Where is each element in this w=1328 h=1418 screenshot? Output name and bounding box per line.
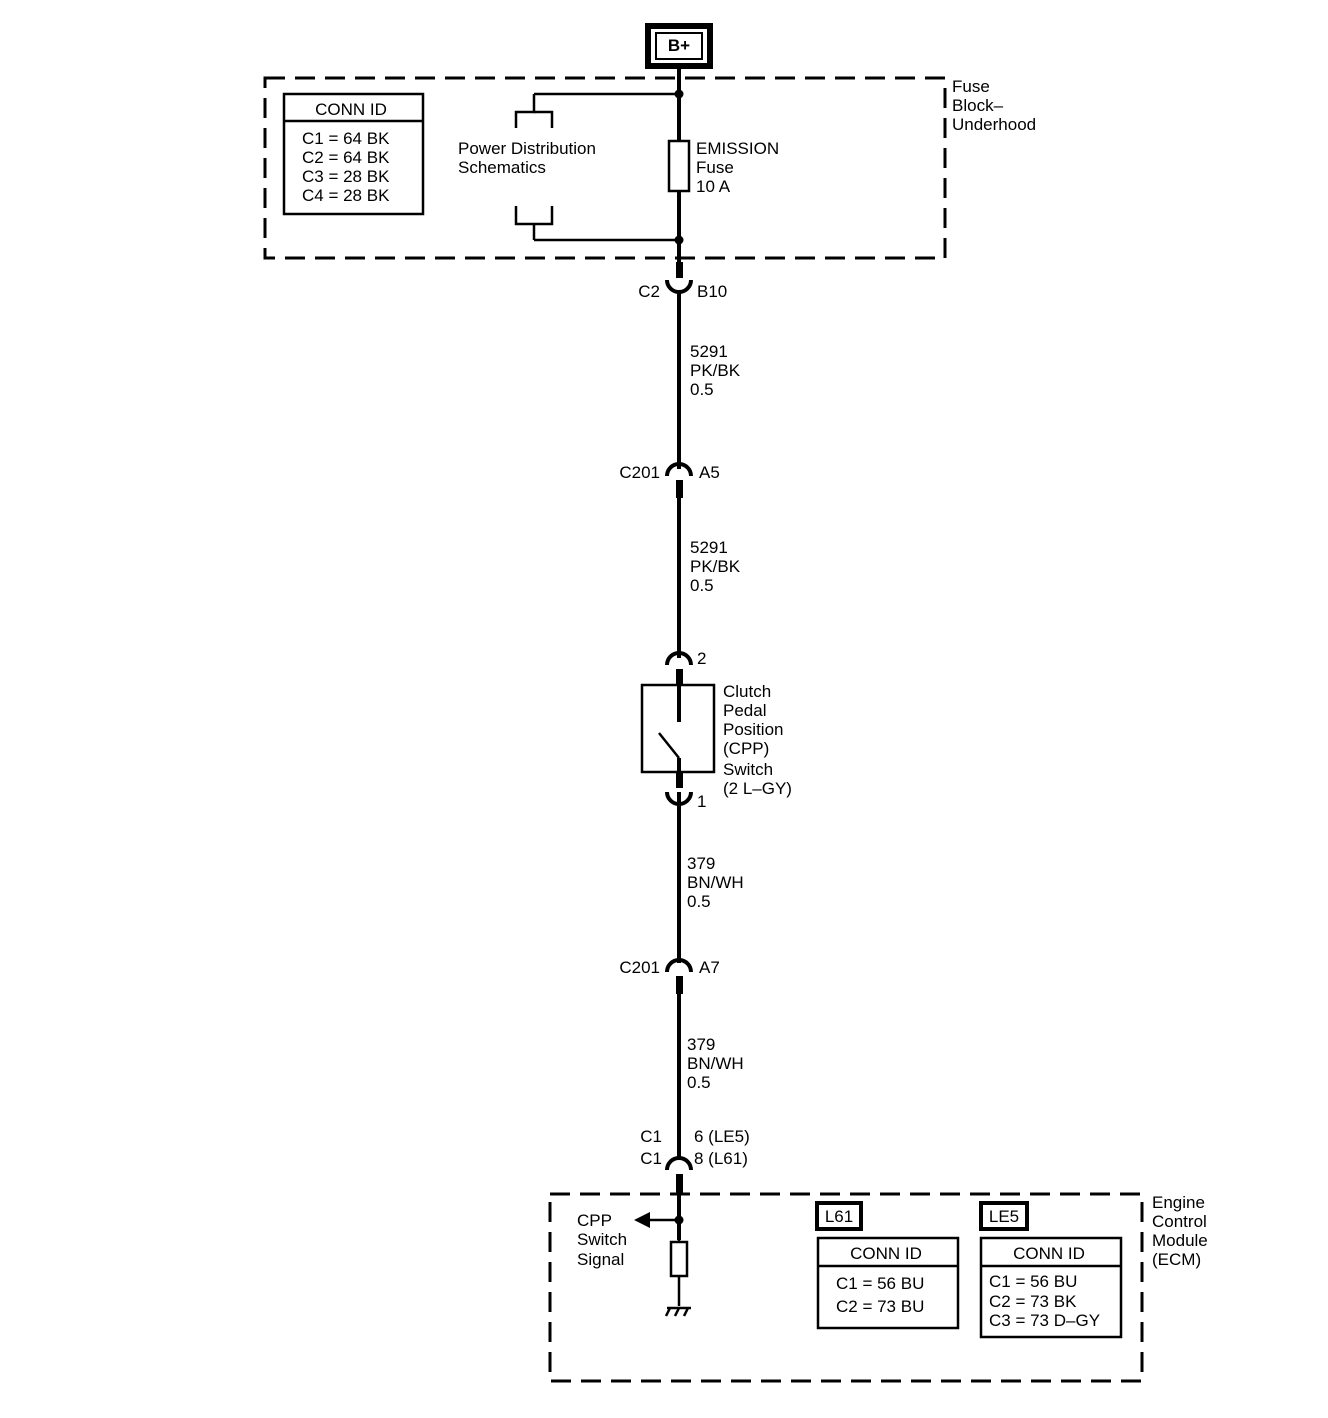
- conn-id-title: CONN ID: [1013, 1244, 1085, 1263]
- conn-id-row: C1 = 56 BU: [836, 1274, 924, 1293]
- cpp-switch-label: Clutch Pedal Position (CPP) Switch (2 L–…: [723, 682, 792, 798]
- fuse-block-conn-id-table: CONN ID C1 = 64 BK C2 = 64 BK C3 = 28 BK…: [282, 92, 425, 216]
- wire-label-379-upper: 379 BN/WH 0.5: [687, 854, 748, 911]
- conn-id-title: CONN ID: [315, 100, 387, 119]
- ecm-label: Engine Control Module (ECM): [1152, 1193, 1213, 1269]
- cpp-switch-signal-label: CPP Switch Signal: [577, 1211, 632, 1269]
- power-source-label: B+: [668, 36, 690, 55]
- conn-id-row: C4 = 28 BK: [302, 186, 390, 205]
- l61-conn-id-table: L61 CONN ID C1 = 56 BU C2 = 73 BU: [815, 1201, 960, 1330]
- wire-label-5291-upper: 5291 PK/BK 0.5: [690, 342, 745, 399]
- connector-name: C1: [640, 1149, 662, 1168]
- cpp-switch-signal-input: CPP Switch Signal: [577, 1211, 691, 1317]
- connector-pin: B10: [697, 282, 727, 301]
- wire-label-379-lower: 379 BN/WH 0.5: [687, 1035, 748, 1092]
- wire-label-5291-lower: 5291 PK/BK 0.5: [690, 538, 745, 595]
- conn-id-row: C1 = 56 BU: [989, 1272, 1077, 1291]
- emission-fuse: EMISSION Fuse 10 A: [667, 139, 784, 196]
- conn-id-row: C2 = 73 BK: [989, 1292, 1077, 1311]
- connector-pin: 8 (L61): [694, 1149, 748, 1168]
- connector-c2-b10: C2 B10: [638, 262, 727, 301]
- conn-id-row: C2 = 64 BK: [302, 148, 390, 167]
- option-tag-le5: LE5: [989, 1207, 1019, 1226]
- power-distribution-reference: Power Distribution Schematics: [458, 94, 601, 240]
- engine-control-module: Engine Control Module (ECM) CPP Switch S…: [548, 1192, 1213, 1383]
- option-tag-l61: L61: [825, 1207, 853, 1226]
- conn-id-row: C2 = 73 BU: [836, 1297, 924, 1316]
- connector-name: C201: [619, 463, 660, 482]
- power-distribution-label: Power Distribution Schematics: [458, 139, 601, 177]
- connector-ecm-c1: C1 6 (LE5) C1 8 (L61): [640, 1127, 750, 1194]
- switch-pin-top: 2: [697, 649, 706, 668]
- power-source-b-plus: B+: [645, 23, 713, 69]
- connector-name: C2: [638, 282, 660, 301]
- emission-fuse-label: EMISSION Fuse 10 A: [696, 139, 784, 196]
- connector-name: C1: [640, 1127, 662, 1146]
- connector-c201-a5: C201 A5: [619, 462, 720, 498]
- conn-id-row: C3 = 73 D–GY: [989, 1311, 1100, 1330]
- conn-id-title: CONN ID: [850, 1244, 922, 1263]
- fuse-block-outline: [263, 76, 947, 260]
- conn-id-row: C1 = 64 BK: [302, 129, 390, 148]
- le5-conn-id-table: LE5 CONN ID C1 = 56 BU C2 = 73 BK C3 = 7…: [979, 1201, 1123, 1339]
- connector-name: C201: [619, 958, 660, 977]
- conn-id-row: C3 = 28 BK: [302, 167, 390, 186]
- pull-down-resistor: [669, 1240, 689, 1278]
- connector-c201-a7: C201 A7: [619, 958, 720, 994]
- ground-icon: [664, 1306, 691, 1317]
- fuse-block-label: Fuse Block– Underhood: [952, 77, 1036, 134]
- connector-pin: A7: [699, 958, 720, 977]
- switch-pin-bottom: 1: [697, 792, 706, 811]
- cpp-switch: 2 1 Clutch Pedal Position (CPP) Switch (…: [640, 649, 792, 811]
- fuse-block-underhood: Fuse Block– Underhood CONN ID C1 = 64 BK…: [263, 76, 1036, 260]
- connector-pin: 6 (LE5): [694, 1127, 750, 1146]
- signal-arrow-icon: [634, 1212, 650, 1228]
- connector-pin: A5: [699, 463, 720, 482]
